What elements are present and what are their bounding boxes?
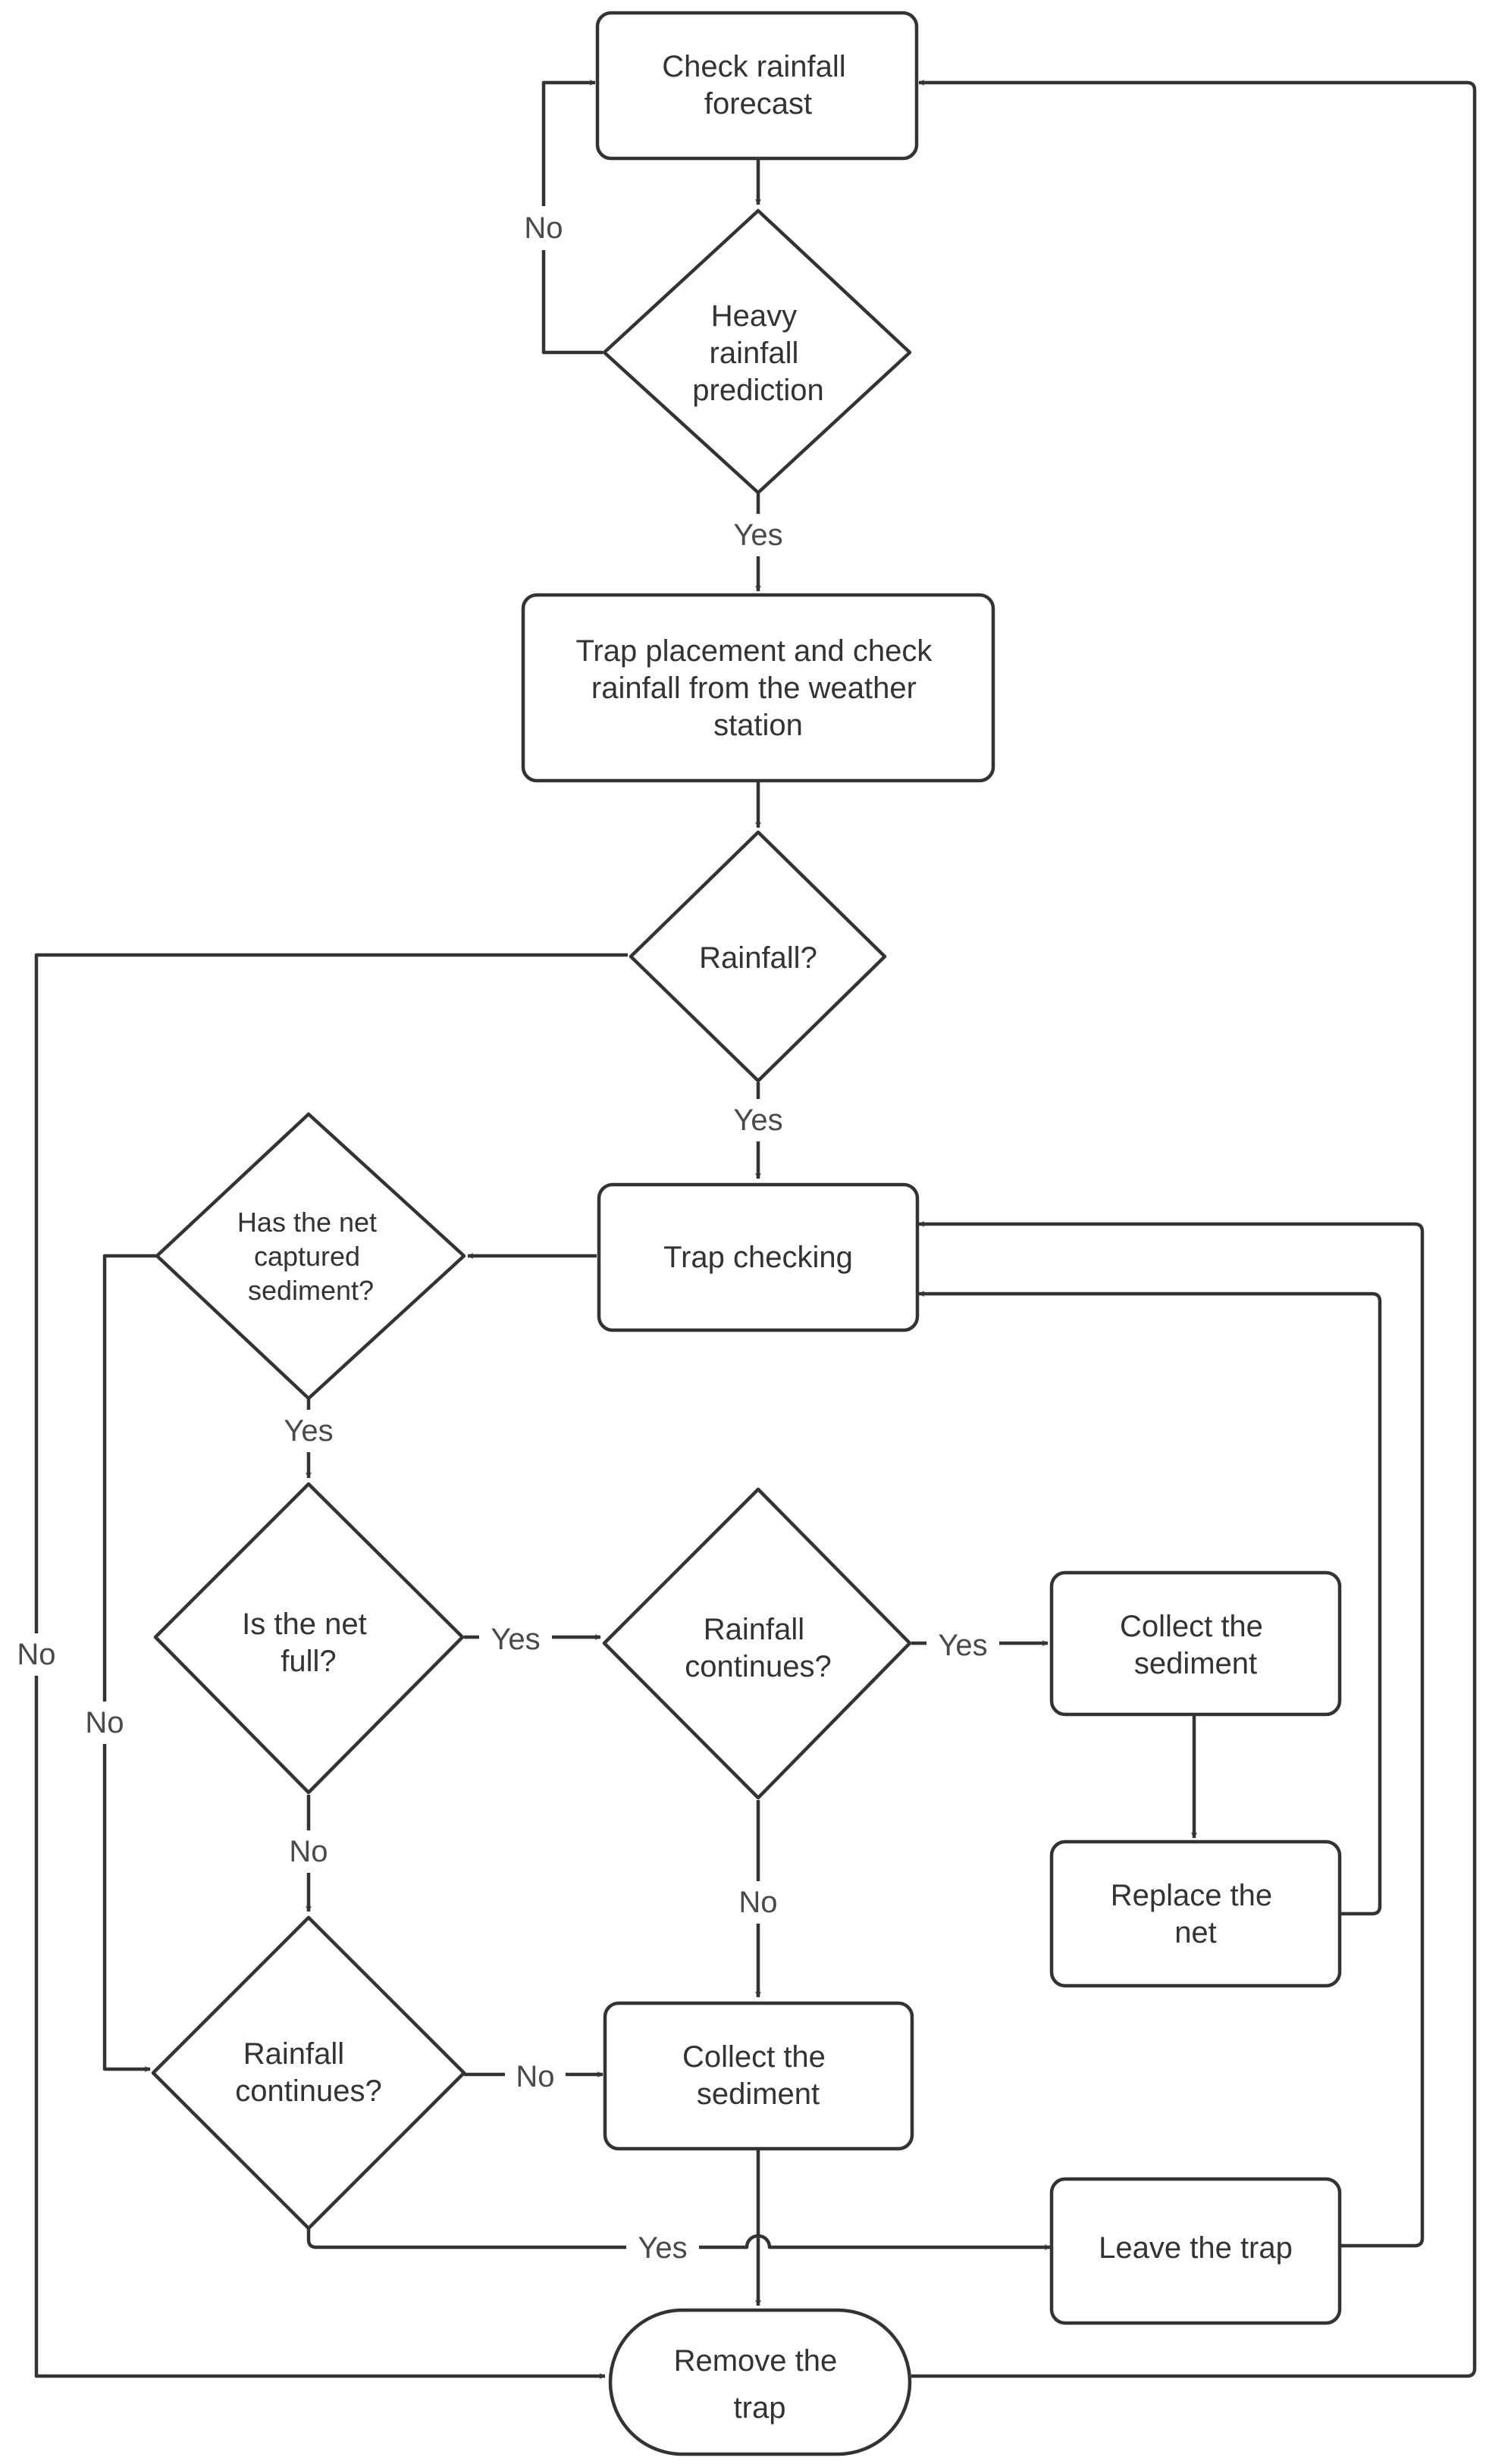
svg-text:Yes: Yes — [733, 518, 782, 552]
edge-leave-to-checking — [918, 1221, 1425, 2248]
svg-text:No: No — [289, 1835, 328, 1868]
node-remove-the-trap: Remove the trap — [608, 2308, 912, 2456]
node-leave-the-trap: Leave the trap — [1049, 2177, 1342, 2325]
label-full-yes: Yes — [479, 1622, 552, 1657]
node-replace-the-net: Replace the net — [1049, 1839, 1342, 1988]
edge-remove-to-forecast — [911, 80, 1477, 2378]
svg-text:No: No — [85, 1706, 124, 1739]
svg-text:Yes: Yes — [938, 1629, 987, 1662]
label-forecast-no: No — [512, 206, 575, 250]
svg-text:Remove the trap: Remove the trap — [674, 2344, 846, 2425]
svg-text:Leave the trap: Leave the trap — [1099, 2231, 1293, 2265]
label-full-no: No — [278, 1830, 339, 1873]
edge-replace-to-checking — [918, 1291, 1382, 1916]
label-low-yes: Yes — [626, 2231, 699, 2265]
label-rainfall-no: No — [6, 1633, 67, 1676]
svg-text:Rainfall?: Rainfall? — [699, 941, 817, 975]
label-low-no: No — [505, 2059, 566, 2094]
node-rainfall-decision: Rainfall? — [629, 830, 887, 1083]
node-trap-checking: Trap checking — [597, 1182, 920, 1332]
label-mid-yes: Yes — [926, 1628, 999, 1663]
node-check-rainfall-forecast: Check rainfall forecast — [595, 11, 919, 161]
label-captured-yes: Yes — [274, 1410, 343, 1452]
edge-labels: No Yes Yes No Yes No Yes No — [6, 206, 999, 2265]
label-rainfall-yes: Yes — [722, 1099, 795, 1141]
label-mid-no: No — [728, 1881, 788, 1924]
svg-text:Trap checking: Trap checking — [663, 1241, 853, 1274]
node-net-full: Is the net full? — [153, 1482, 465, 1795]
node-collect-sediment-center: Collect the sediment — [603, 2001, 914, 2151]
svg-text:Yes: Yes — [491, 1623, 540, 1656]
svg-text:Rainfall continues?: Rainfall continues? — [685, 1613, 831, 1683]
node-trap-placement: Trap placement and check rainfall from t… — [521, 593, 995, 783]
node-rainfall-continues-mid: Rainfall continues? — [602, 1487, 912, 1800]
svg-text:Yes: Yes — [284, 1414, 333, 1448]
svg-text:Rainfall continues?: Rainfall continues? — [235, 2037, 381, 2108]
svg-text:No: No — [524, 211, 563, 245]
svg-text:Trap placement and check: Trap placement and check rainfall from t… — [575, 634, 940, 742]
svg-text:Collect the sediment: Collect the sediment — [1120, 1610, 1271, 1680]
edge-low-yes-to-leave — [306, 2228, 1051, 2250]
svg-text:Heavy rainfall: Heavy rainfall prediction — [692, 299, 823, 407]
svg-text:Check rainfall forecas: Check rainfall forecast — [662, 50, 854, 121]
svg-text:Collect the sediment: Collect the sediment — [682, 2040, 834, 2111]
svg-text:No: No — [738, 1886, 777, 1919]
svg-text:Is the net full?: Is the net full? — [242, 1608, 375, 1678]
label-heavy-yes: Yes — [722, 514, 795, 556]
edge-captured-no-to-low — [102, 1254, 157, 2072]
node-collect-sediment-right: Collect the sediment — [1049, 1570, 1342, 1717]
node-heavy-rainfall-prediction: Heavy rainfall prediction — [602, 208, 912, 495]
svg-text:No: No — [17, 1638, 55, 1671]
nodes: Check rainfall forecast Heavy rainfall p… — [151, 11, 1342, 2456]
node-rainfall-continues-low: Rainfall continues? — [151, 1915, 466, 2231]
svg-text:Has the net captured: Has the net captured sediment? — [237, 1207, 384, 1306]
label-captured-no: No — [74, 1702, 135, 1744]
svg-text:No: No — [516, 2060, 554, 2093]
node-net-captured-sediment: Has the net captured sediment? — [155, 1112, 466, 1401]
svg-text:Replace the net: Replace the net — [1111, 1879, 1281, 1949]
svg-text:Yes: Yes — [638, 2231, 687, 2265]
svg-text:Yes: Yes — [733, 1104, 782, 1137]
